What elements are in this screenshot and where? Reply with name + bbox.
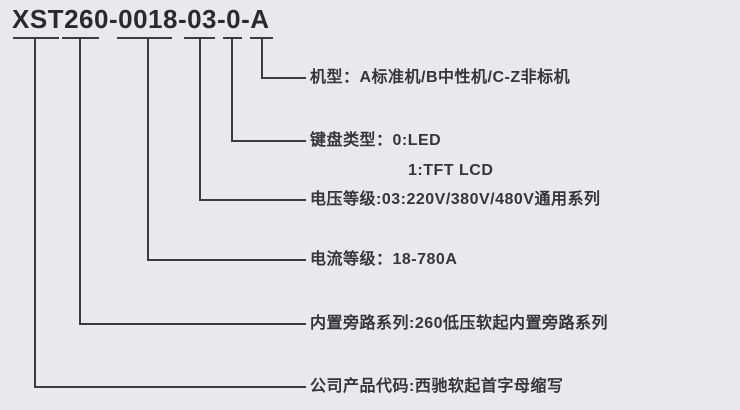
connector-03-voltage-class — [199, 39, 306, 201]
label-keyboard-type-option-2: 1:TFT LCD — [408, 162, 494, 179]
label-keyboard-type: 键盘类型：0:LED — [310, 132, 442, 149]
label-company-product-code: 公司产品代码:西驰软起首字母缩写 — [310, 378, 564, 395]
connector-260-bypass-series — [79, 39, 306, 325]
label-builtin-bypass-series: 内置旁路系列:260低压软起内置旁路系列 — [310, 315, 609, 332]
connector-0-keyboard-type — [231, 39, 306, 142]
connector-0018-current-class — [147, 39, 306, 261]
label-current-class: 电流等级：18-780A — [310, 251, 458, 268]
model-code-title: XST260-0018-03-0-A — [12, 4, 270, 34]
connector-xst-company-code — [34, 39, 306, 388]
label-machine-type: 机型：A标准机/B中性机/C-Z非标机 — [310, 69, 571, 86]
label-voltage-class: 电压等级:03:220V/380V/480V通用系列 — [310, 191, 601, 208]
connector-a-machine-type — [261, 39, 306, 79]
